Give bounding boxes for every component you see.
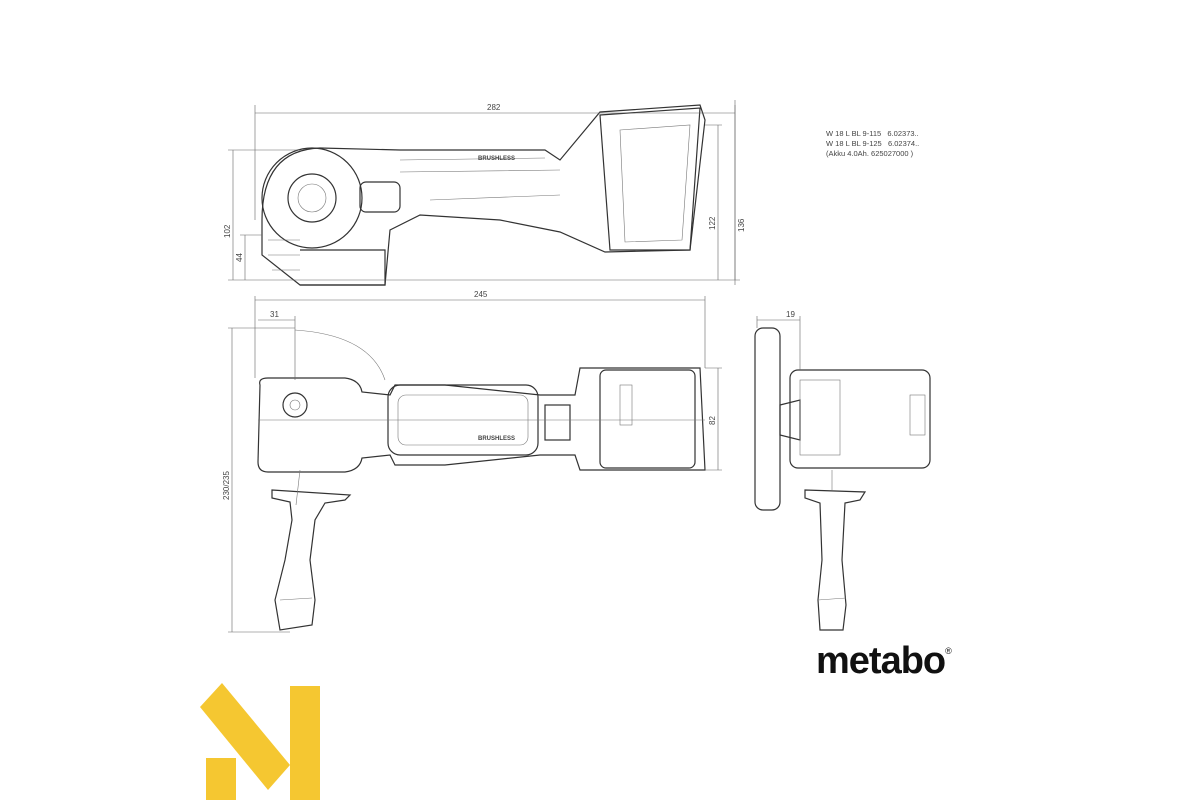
- metabo-logo: metabo®: [816, 640, 952, 683]
- brand-mark: [200, 683, 320, 800]
- front-dimensions: 19: [756, 310, 801, 370]
- spec-line-3: (Akku 4.0Ah. 625027000 ): [826, 149, 914, 158]
- top-dimensions: 245 31 230/235 82: [222, 290, 722, 633]
- side-dimensions: 282 102 44 122 136: [223, 100, 746, 285]
- top-view: BRUSHLESS: [257, 329, 706, 631]
- dim-19: 19: [786, 310, 795, 319]
- model-spec-block: W 18 L BL 9-115 6.02373..W 18 L BL 9-125…: [826, 129, 919, 159]
- brushless-label-side: BRUSHLESS: [478, 156, 515, 162]
- side-view: BRUSHLESS: [261, 104, 706, 286]
- brushless-label-top: BRUSHLESS: [478, 436, 515, 442]
- dim-136: 136: [737, 218, 746, 232]
- front-view: [754, 327, 931, 631]
- dim-282: 282: [487, 103, 501, 112]
- dim-122: 122: [708, 216, 717, 230]
- dim-245: 245: [474, 290, 488, 299]
- dim-44: 44: [235, 253, 244, 262]
- spec-line-2: W 18 L BL 9-125 6.02374..: [826, 139, 920, 148]
- spec-line-1: W 18 L BL 9-115 6.02373..: [826, 129, 919, 138]
- dim-102: 102: [223, 224, 232, 238]
- registered-mark: ®: [945, 646, 952, 656]
- dim-31: 31: [270, 310, 279, 319]
- dim-82: 82: [708, 416, 717, 425]
- dim-230-235: 230/235: [222, 471, 231, 500]
- logo-text: metabo: [816, 640, 946, 682]
